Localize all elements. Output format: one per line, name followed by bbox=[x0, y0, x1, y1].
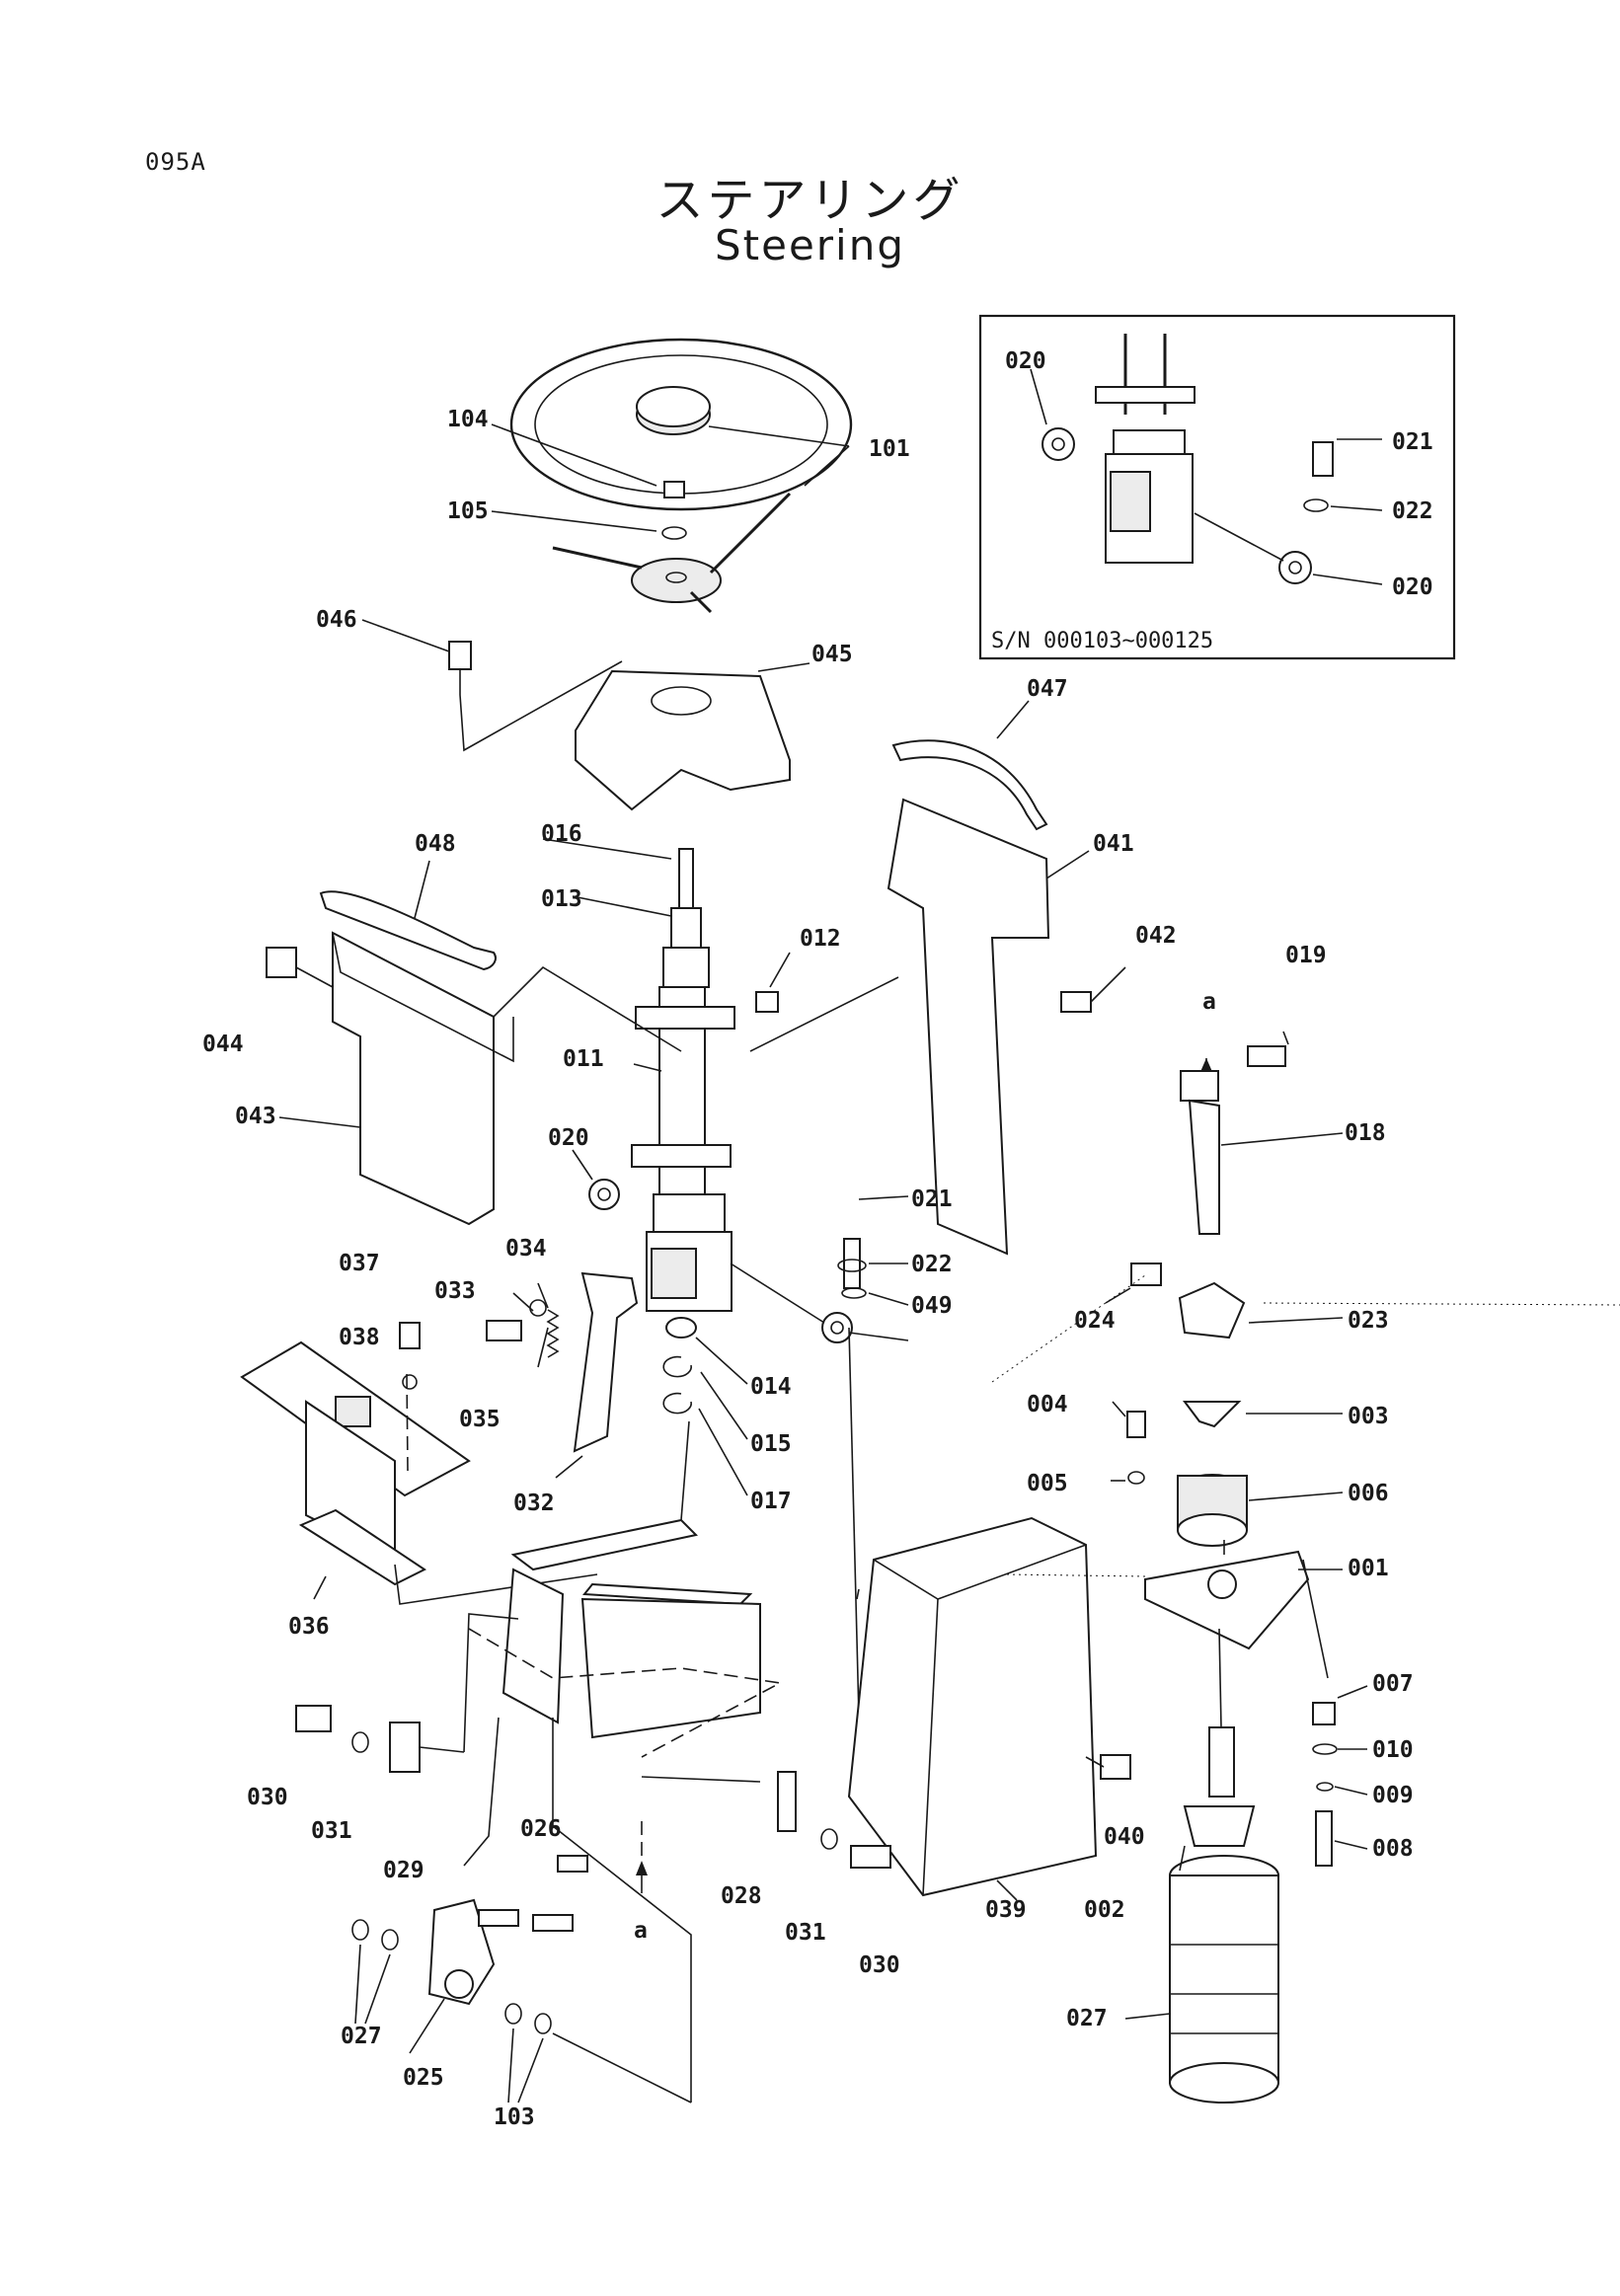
steering-column bbox=[542, 838, 791, 1312]
part-label-027b: 103 bbox=[494, 2105, 535, 2130]
arrow-label-top: a bbox=[1202, 989, 1216, 1015]
part-label-032: 032 bbox=[513, 1491, 555, 1516]
pedal-assembly bbox=[351, 1855, 692, 2104]
part-label-038: 038 bbox=[339, 1325, 380, 1350]
part-label-104: 104 bbox=[447, 407, 489, 432]
right-fasteners bbox=[641, 1771, 891, 1869]
right-bracket bbox=[749, 700, 1126, 1256]
part-label-016: 016 bbox=[541, 821, 582, 847]
part-label-105: 105 bbox=[447, 498, 489, 524]
steering-wheel bbox=[491, 338, 853, 614]
part-label-030: 030 bbox=[247, 1785, 288, 1810]
column-base bbox=[240, 1322, 598, 1605]
part-label-047: 047 bbox=[1027, 676, 1068, 702]
part-label-021: 021 bbox=[911, 1186, 953, 1212]
arrow-label-bottom: a bbox=[634, 1918, 648, 1944]
part-label-014: 014 bbox=[750, 1374, 792, 1400]
part-label-007: 007 bbox=[1372, 1671, 1414, 1697]
part-label-002: 002 bbox=[1084, 1897, 1125, 1923]
part-label-048: 048 bbox=[415, 831, 456, 857]
part-label-009: 009 bbox=[1372, 1783, 1414, 1808]
part-label-019: 019 bbox=[1285, 943, 1327, 968]
serial-inset: S/N 000103~000125 bbox=[978, 314, 1456, 660]
part-label-028: 028 bbox=[721, 1883, 762, 1909]
left-bracket bbox=[266, 860, 682, 1226]
arrow-marker-bottom: a bbox=[634, 1861, 648, 1944]
part-label-017: 017 bbox=[750, 1489, 792, 1514]
bearing-parts bbox=[572, 1149, 909, 1719]
part-label-008: 008 bbox=[1372, 1836, 1414, 1862]
side-cover bbox=[847, 1516, 1131, 1901]
part-label-023: 023 bbox=[1348, 1308, 1389, 1334]
part-label-004: 004 bbox=[1027, 1392, 1068, 1417]
part-label-013: 013 bbox=[541, 886, 582, 912]
part-label-005: 005 bbox=[1027, 1471, 1068, 1496]
part-label-035: 035 bbox=[459, 1407, 501, 1432]
part-label-018: 018 bbox=[1345, 1120, 1386, 1146]
part-label-029: 029 bbox=[383, 1858, 424, 1883]
part-label-012: 012 bbox=[800, 926, 841, 952]
part-label-031: 031 bbox=[311, 1818, 352, 1844]
part-label-011: 011 bbox=[563, 1046, 604, 1072]
title-japanese: ステアリング bbox=[656, 173, 964, 228]
part-label-045: 045 bbox=[811, 642, 853, 667]
part-label-103: 027 bbox=[1066, 2006, 1108, 2031]
part-label-041: 041 bbox=[1093, 831, 1134, 857]
page-code: 095A bbox=[145, 148, 206, 176]
part-label-025: 025 bbox=[403, 2065, 444, 2091]
part-label-031b: 031 bbox=[785, 1920, 826, 1946]
part-label-046: 046 bbox=[316, 607, 357, 633]
part-label-022: 022 bbox=[911, 1252, 953, 1277]
inset-label-020b: 020 bbox=[1392, 574, 1433, 600]
right-assembly bbox=[1105, 1031, 1368, 2104]
part-label-034: 034 bbox=[505, 1236, 547, 1262]
inset-frame bbox=[978, 314, 1456, 660]
part-label-049: 049 bbox=[911, 1293, 953, 1319]
part-label-030b: 030 bbox=[859, 1952, 900, 1978]
part-label-006: 006 bbox=[1348, 1481, 1389, 1506]
serial-range-label: S/N 000103~000125 bbox=[991, 629, 1213, 653]
part-label-044: 044 bbox=[202, 1032, 244, 1057]
part-label-003: 003 bbox=[1348, 1404, 1389, 1429]
part-label-033: 033 bbox=[434, 1278, 476, 1304]
column-cover bbox=[361, 619, 810, 811]
part-label-020: 020 bbox=[548, 1125, 589, 1151]
part-label-026: 026 bbox=[520, 1816, 562, 1842]
part-label-039: 039 bbox=[985, 1897, 1027, 1923]
arrow-marker-top: a bbox=[1202, 989, 1216, 1015]
pedal-bracket bbox=[486, 1271, 639, 1479]
part-label-101: 101 bbox=[869, 436, 910, 462]
part-label-024: 024 bbox=[1074, 1308, 1116, 1334]
left-fasteners bbox=[295, 1613, 519, 1773]
inset-label-022: 022 bbox=[1392, 498, 1433, 524]
part-label-010: 010 bbox=[1372, 1737, 1414, 1763]
part-label-042: 042 bbox=[1135, 923, 1177, 949]
title-english: Steering bbox=[714, 221, 906, 269]
part-label-040: 040 bbox=[1104, 1824, 1145, 1850]
center-bracket bbox=[463, 1420, 860, 2103]
inset-label-020: 020 bbox=[1005, 348, 1046, 374]
inset-label-021: 021 bbox=[1392, 429, 1433, 455]
part-label-043: 043 bbox=[235, 1104, 276, 1129]
part-label-036: 036 bbox=[288, 1614, 330, 1640]
part-label-027: 027 bbox=[341, 2024, 382, 2049]
part-labels: 104 101 105 046 045 047 048 016 013 012 … bbox=[202, 348, 1433, 2130]
part-label-001: 001 bbox=[1348, 1556, 1389, 1581]
part-label-037: 037 bbox=[339, 1251, 380, 1276]
part-label-015: 015 bbox=[750, 1431, 792, 1457]
